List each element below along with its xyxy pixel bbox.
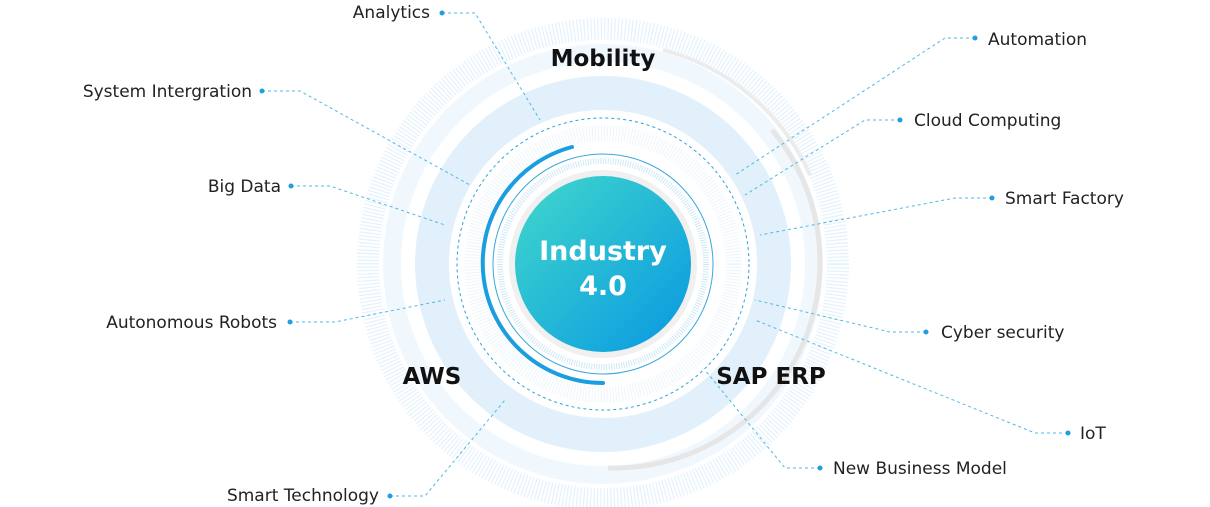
label-smart-factory: Smart Factory	[1005, 189, 1124, 209]
core-circle	[515, 176, 691, 352]
blue-arc	[480, 145, 605, 386]
gray-arc-upper	[662, 48, 812, 176]
label-big-data: Big Data	[208, 177, 281, 197]
core-line2: 4.0	[579, 271, 627, 302]
ring-label-sap-erp: SAP ERP	[716, 364, 826, 390]
label-automation: Automation	[988, 30, 1087, 50]
ring-label-mobility: Mobility	[551, 46, 656, 72]
outer-tick-ring	[357, 18, 849, 507]
label-iot: IoT	[1080, 424, 1106, 444]
thin-ring-1	[492, 153, 714, 375]
label-new-business-model: New Business Model	[833, 459, 1007, 479]
blue-band-ring	[415, 76, 791, 452]
connector-dots	[259, 10, 1071, 499]
label-system-integration: System Intergration	[83, 82, 252, 102]
label-cyber-security: Cyber security	[941, 323, 1064, 343]
outer-soft-ring	[383, 44, 823, 484]
ring-label-aws: AWS	[403, 364, 462, 390]
inner-tick-ring	[464, 125, 742, 403]
gray-arc-right	[607, 128, 823, 471]
core-line1: Industry	[539, 236, 667, 267]
label-smart-technology: Smart Technology	[227, 486, 379, 506]
connectors	[262, 12, 1068, 497]
label-analytics: Analytics	[353, 3, 430, 23]
dashed-ring	[456, 117, 750, 411]
label-cloud-computing: Cloud Computing	[914, 111, 1061, 131]
thin-ring-2	[497, 158, 709, 370]
label-autonomous-robots: Autonomous Robots	[106, 313, 277, 333]
